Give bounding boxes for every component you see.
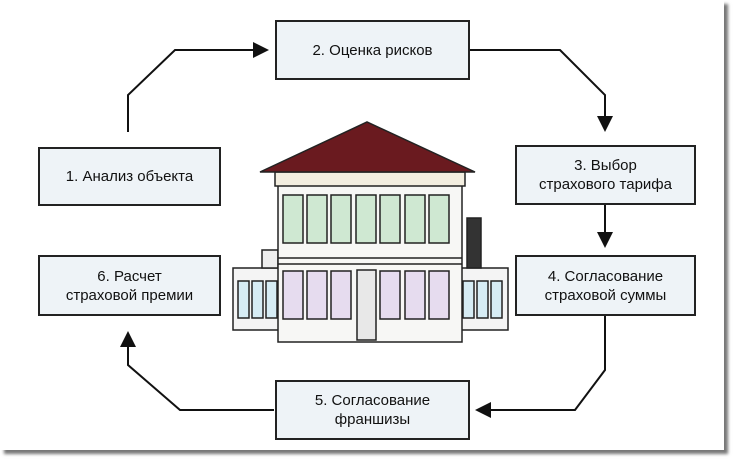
step-4-label: 4. Согласование страховой суммы xyxy=(544,267,667,304)
arrow-2-to-3 xyxy=(470,49,613,132)
step-4-sum-agreement: 4. Согласование страховой суммы xyxy=(515,255,696,316)
step-2-label: 2. Оценка рисков xyxy=(312,41,433,59)
arrow-5-to-6 xyxy=(120,331,274,411)
step-1-label: 1. Анализ объекта xyxy=(65,168,194,185)
house-illustration xyxy=(232,121,509,343)
arrow-4-to-5 xyxy=(475,316,606,418)
step-2-risk-assessment: 2. Оценка рисков xyxy=(275,20,470,80)
step-5-label: 5. Согласование франшизы xyxy=(314,392,431,428)
arrow-1-to-2 xyxy=(127,42,269,132)
step-3-tariff-choice: 3. Выбор страхового тарифа xyxy=(515,145,696,205)
step-3-label: 3. Выбор страхового тарифа xyxy=(539,157,672,193)
step-1-object-analysis: 1. Анализ объекта xyxy=(38,147,221,206)
step-6-label: 6. Расчет страховой премии xyxy=(65,267,194,304)
step-5-franchise-agreement: 5. Согласование франшизы xyxy=(275,380,470,440)
step-6-premium-calculation: 6. Расчет страховой премии xyxy=(38,255,221,316)
